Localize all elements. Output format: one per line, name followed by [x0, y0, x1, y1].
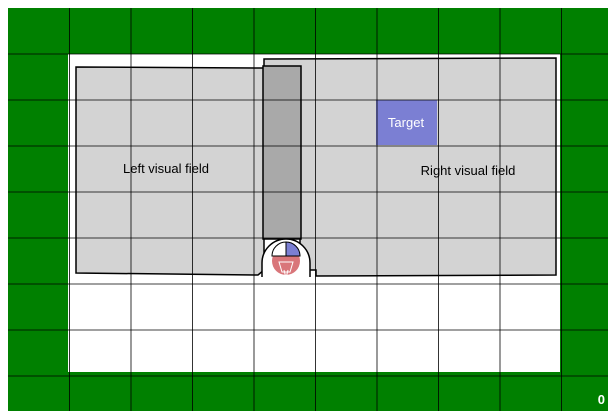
binocular-overlap-field: [263, 66, 301, 239]
score-counter: 0: [593, 389, 605, 411]
left-visual-field-label: Left visual field: [123, 161, 209, 176]
right-visual-field-label: Right visual field: [421, 163, 516, 178]
agent: [262, 239, 310, 278]
target-label: Target: [388, 115, 425, 130]
